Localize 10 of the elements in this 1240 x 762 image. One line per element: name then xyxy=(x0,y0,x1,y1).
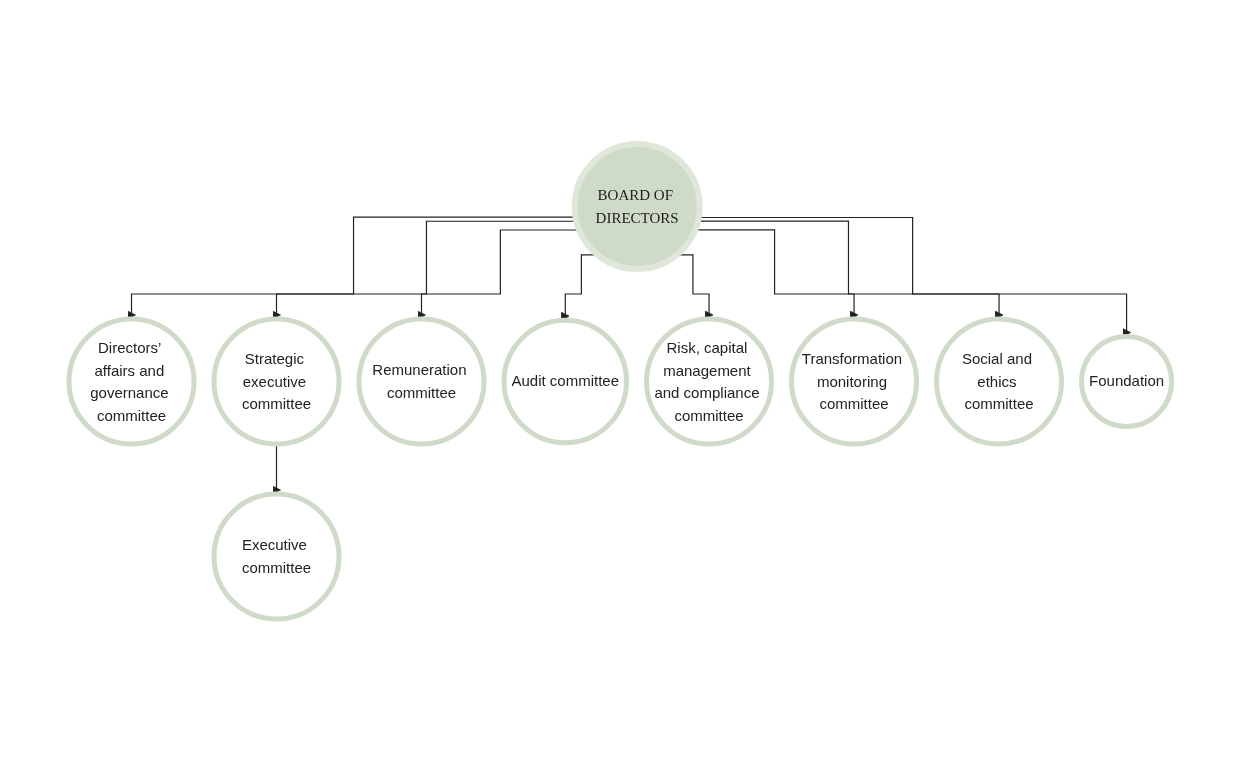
node-circle: Directors’ affairs and governance committee xyxy=(66,316,197,446)
node-circle: Audit committee xyxy=(501,317,629,445)
node-circle: Strategic executive committee xyxy=(211,316,342,446)
node-circle: Remuneration committee xyxy=(356,316,487,446)
node-circle: Social and ethics committee xyxy=(933,316,1064,446)
node-circle: Risk, capital management and compliance committee xyxy=(643,316,774,446)
node-circle: Foundation xyxy=(1078,333,1174,429)
node-circle: Executive committee xyxy=(211,491,342,621)
node-circle: BOARD OF DIRECTORS xyxy=(571,140,703,272)
node-circle: Transformation monitoring committee xyxy=(788,316,919,446)
